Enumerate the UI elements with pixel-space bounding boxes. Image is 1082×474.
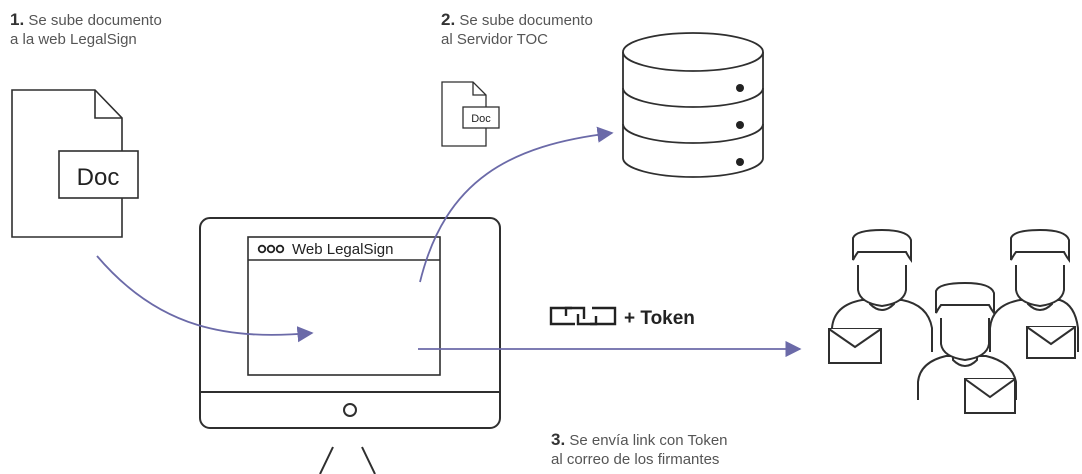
browser-window <box>247 236 441 376</box>
arrow-doc-to-web <box>96 255 314 343</box>
step-2-line-1: Se sube documento <box>459 12 593 29</box>
step-3-number: 3. <box>551 430 566 449</box>
signer-left-icon <box>828 228 933 364</box>
arrow-web-to-server <box>419 126 614 283</box>
database-server-icon <box>622 32 764 178</box>
token-label: + Token <box>624 308 695 329</box>
link-chain-icon <box>549 306 617 326</box>
step-1-line-1: Se sube documento <box>28 12 162 29</box>
signer-right-icon <box>989 228 1079 359</box>
step-2-caption: 2. Se sube documento al Servidor TOC <box>441 10 593 49</box>
step-2-line-2: al Servidor TOC <box>441 31 548 48</box>
large-document-icon <box>11 89 139 238</box>
window-controls-icon <box>257 244 285 254</box>
small-document-label: Doc <box>471 113 491 125</box>
step-3-caption: 3. Se envía link con Token al correo de … <box>551 430 728 469</box>
step-2-number: 2. <box>441 10 456 29</box>
small-document-icon <box>441 81 500 147</box>
step-1-number: 1. <box>10 10 25 29</box>
browser-title: Web LegalSign <box>292 241 393 258</box>
step-1-caption: 1. Se sube documento a la web LegalSign <box>10 10 162 49</box>
step-1-line-2: a la web LegalSign <box>10 31 137 48</box>
step-3-line-2: al correo de los firmantes <box>551 451 720 468</box>
large-document-label: Doc <box>77 164 120 191</box>
step-3-line-1: Se envía link con Token <box>569 432 728 449</box>
signer-center-icon <box>917 281 1017 414</box>
